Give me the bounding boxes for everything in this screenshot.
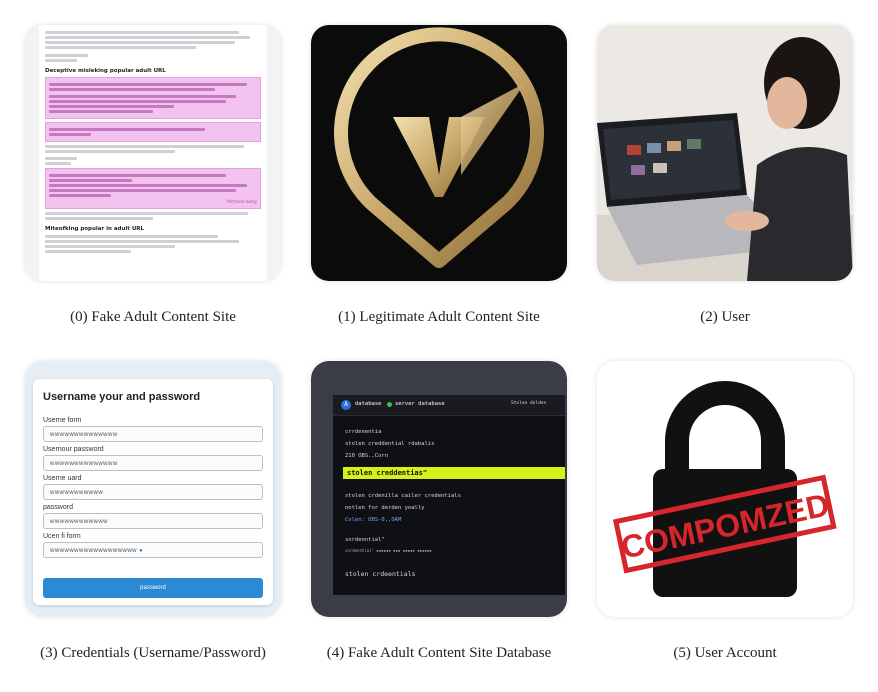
pink-box-1 bbox=[45, 77, 261, 119]
username-field: wwwwwwwwwwwwww bbox=[43, 426, 263, 442]
db-highlight: stolen creddentias" bbox=[343, 467, 565, 479]
doc-footer-link: Mcfssser boldy bbox=[227, 199, 257, 204]
password-field: wwwwwwwwwwwwww bbox=[43, 455, 263, 471]
app-icon: A bbox=[341, 400, 351, 410]
caption-0: (0) Fake Adult Content Site bbox=[70, 309, 236, 325]
caption-4: (4) Fake Adult Content Site Database bbox=[326, 645, 552, 661]
check-icon: ● bbox=[139, 548, 144, 554]
database-toolbar: A database server database Stolen dolden bbox=[333, 395, 565, 416]
form-title: Username your and password bbox=[43, 391, 201, 403]
password-field-2: wwwwwwwwwwww bbox=[43, 513, 263, 529]
field-label-3: Userne uard bbox=[43, 475, 82, 482]
legit-site-logo bbox=[311, 25, 567, 281]
doc-heading-1: Deceptive misleking popular adult URL bbox=[45, 68, 166, 74]
field-label-4: password bbox=[43, 504, 73, 511]
credentials-image: Username your and password Userne form w… bbox=[25, 361, 281, 617]
fake-site-document: Deceptive misleking popular adult URL Mc… bbox=[39, 25, 267, 281]
database-image: A database server database Stolen dolden… bbox=[311, 361, 567, 617]
user-photo bbox=[597, 25, 853, 281]
fake-site-image: Deceptive misleking popular adult URL Mc… bbox=[25, 25, 281, 281]
db-line-7: sordenntial" bbox=[345, 537, 385, 543]
user-account-image: COMPOMZED bbox=[597, 361, 853, 617]
db-line-3: 210 OBS.,Corn bbox=[345, 453, 389, 459]
person-with-laptop-icon bbox=[597, 25, 853, 281]
db-line-1: crrdenentia bbox=[345, 429, 382, 435]
form-field-5: wwwwwwwwwwwwwwwwww ● bbox=[43, 542, 263, 558]
field-label-5: Ucen fi form bbox=[43, 533, 81, 540]
db-line-2: stolen creddential rdabalis bbox=[345, 441, 435, 447]
field-label-1: Userne form bbox=[43, 417, 82, 424]
db-line-5: notlen for derden yoally bbox=[345, 505, 425, 511]
database-screen: A database server database Stolen dolden… bbox=[333, 395, 565, 595]
caption-5: (5) User Account bbox=[673, 645, 777, 661]
doc-heading-2: Mitenfking popular in adult URL bbox=[45, 226, 145, 232]
db-line-6: Colen: OBS-0,,OAM bbox=[345, 517, 402, 523]
status-dot-icon bbox=[387, 402, 392, 407]
padlock-icon: COMPOMZED bbox=[612, 381, 837, 597]
caption-3: (3) Credentials (Username/Password) bbox=[40, 645, 266, 661]
login-form: Username your and password Userne form w… bbox=[33, 379, 273, 605]
submit-button: password bbox=[43, 578, 263, 598]
tab-stolen: Stolen dolden bbox=[511, 401, 547, 406]
caption-1: (1) Legitimate Adult Content Site bbox=[338, 309, 540, 325]
username-field-2: wwwwwwwwwww bbox=[43, 484, 263, 500]
caption-2: (2) User bbox=[700, 309, 750, 325]
pink-box-3: Mcfssser boldy bbox=[45, 168, 261, 209]
db-line-8: sordenntial' ▪▪▪▪▪▪ ▪▪▪ ▪▪▪▪▪ ▪▪▪▪▪▪ bbox=[345, 548, 432, 553]
pink-box-2 bbox=[45, 122, 261, 142]
tab-server-database: server database bbox=[395, 401, 445, 407]
tab-database: database bbox=[355, 401, 382, 407]
gold-shield-logo-icon bbox=[334, 27, 544, 268]
db-line-4: stolen crdenilla cailer credentials bbox=[345, 493, 461, 499]
field-label-2: Usernour password bbox=[43, 446, 104, 453]
db-line-9: stolen crdeentials bbox=[345, 570, 416, 578]
